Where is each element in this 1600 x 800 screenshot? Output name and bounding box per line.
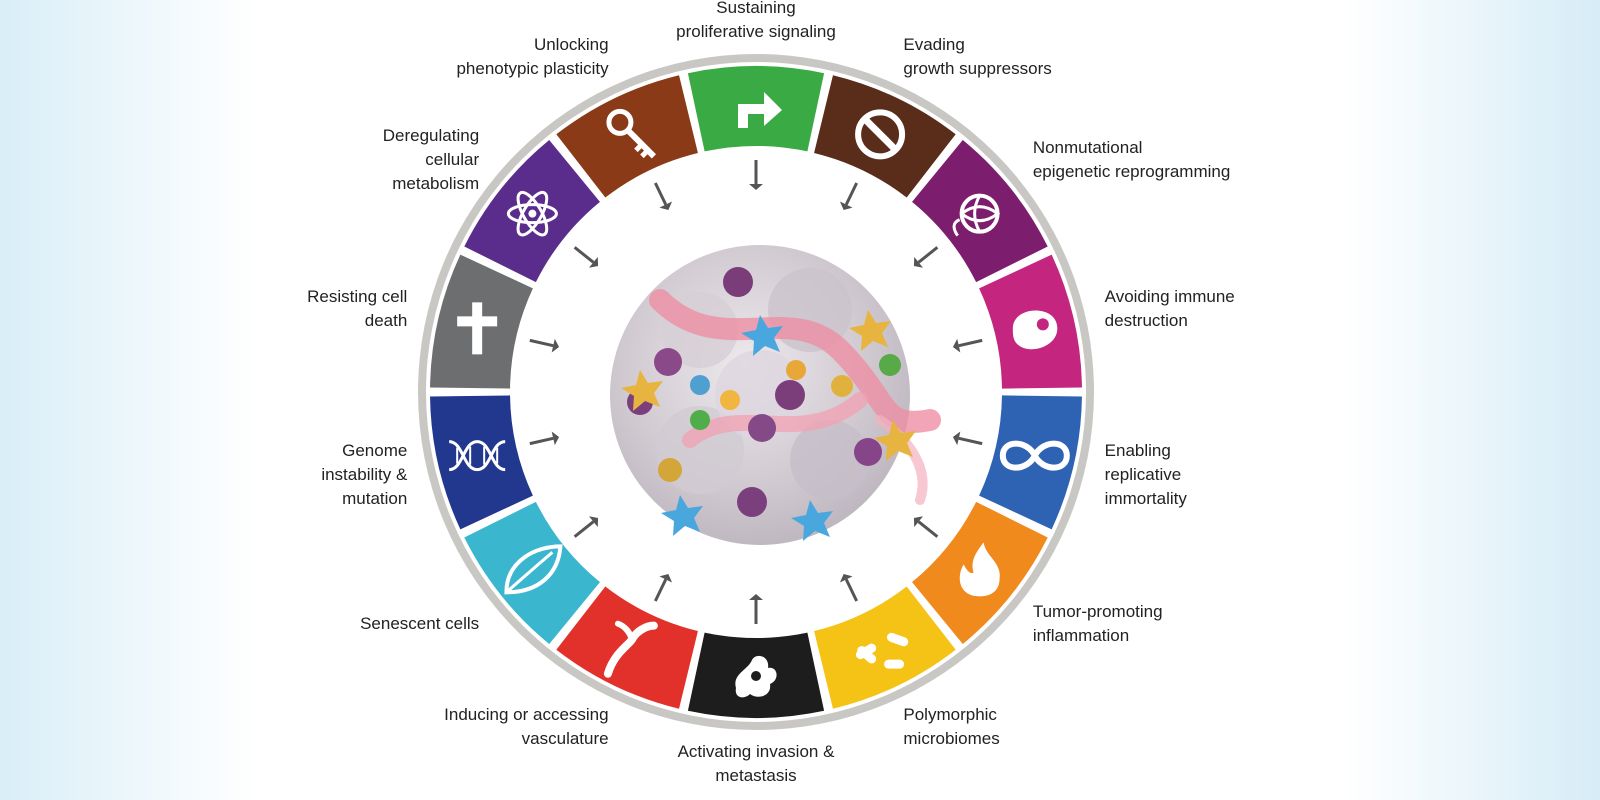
arrow-microbiomes: [839, 573, 859, 602]
label-invasion: Activating invasion & metastasis: [677, 742, 835, 785]
tumor-illustration: [610, 245, 941, 545]
segment-epigenetic: [912, 139, 1048, 283]
flame-icon: [959, 542, 1000, 597]
label-evading: Evading growth suppressors: [903, 34, 1052, 78]
infinity-icon: [999, 440, 1070, 471]
arrow-epigenetic: [913, 246, 939, 268]
segment-genome: [430, 395, 533, 530]
hallmark-segments: [430, 65, 1082, 718]
label-immune: Avoiding immune destruction: [1104, 287, 1235, 331]
arrow-genome: [529, 431, 560, 446]
cross-icon: [457, 302, 498, 355]
arrow-metabolism: [573, 246, 599, 268]
segment-senescent: [464, 501, 600, 645]
label-senescent: Senescent cells: [360, 613, 480, 633]
label-vasculature: Inducing or accessing vasculature: [444, 705, 609, 749]
label-plasticity: Unlocking phenotypic plasticity: [456, 34, 609, 78]
label-genome: Genome instability & mutation: [321, 440, 408, 508]
label-metabolism: Deregulating cellular metabolism: [382, 126, 480, 194]
dna-icon: [448, 440, 506, 472]
label-sustaining: Sustaining proliferative signaling: [676, 0, 836, 41]
arrow-immortality: [952, 431, 983, 446]
arrow-death: [529, 338, 560, 353]
no-entry-icon: [855, 109, 906, 160]
arrow-vasculature: [653, 573, 673, 602]
arrow-senescent: [573, 516, 599, 538]
arrow-inflammation: [913, 516, 939, 538]
arrow-invasion: [749, 594, 763, 624]
arrow-plasticity: [653, 182, 673, 211]
arrow-sustaining: [749, 160, 763, 190]
label-microbiomes: Polymorphic microbiomes: [903, 705, 1000, 749]
arrow-turn-icon: [738, 92, 782, 128]
segment-plasticity: [556, 75, 698, 198]
arrow-immune: [952, 338, 983, 353]
inward-arrows: [529, 160, 983, 624]
vessel-icon: [603, 620, 658, 678]
leaf-icon: [504, 544, 563, 595]
key-icon: [606, 108, 657, 159]
chromatin-icon: [952, 193, 1001, 237]
segment-microbiomes: [814, 586, 956, 709]
label-immortality: Enabling replicative immortality: [1104, 440, 1187, 508]
label-epigenetic: Nonmutational epigenetic reprogramming: [1032, 138, 1231, 182]
bacteria-icon: [855, 632, 909, 669]
arrow-evading: [839, 182, 859, 211]
invasive-cell-icon: [735, 655, 777, 698]
immune-cell-icon: [1012, 310, 1058, 350]
atom-icon: [506, 190, 558, 237]
label-death: Resisting cell death: [307, 287, 408, 331]
label-inflammation: Tumor-promoting inflammation: [1032, 601, 1163, 645]
